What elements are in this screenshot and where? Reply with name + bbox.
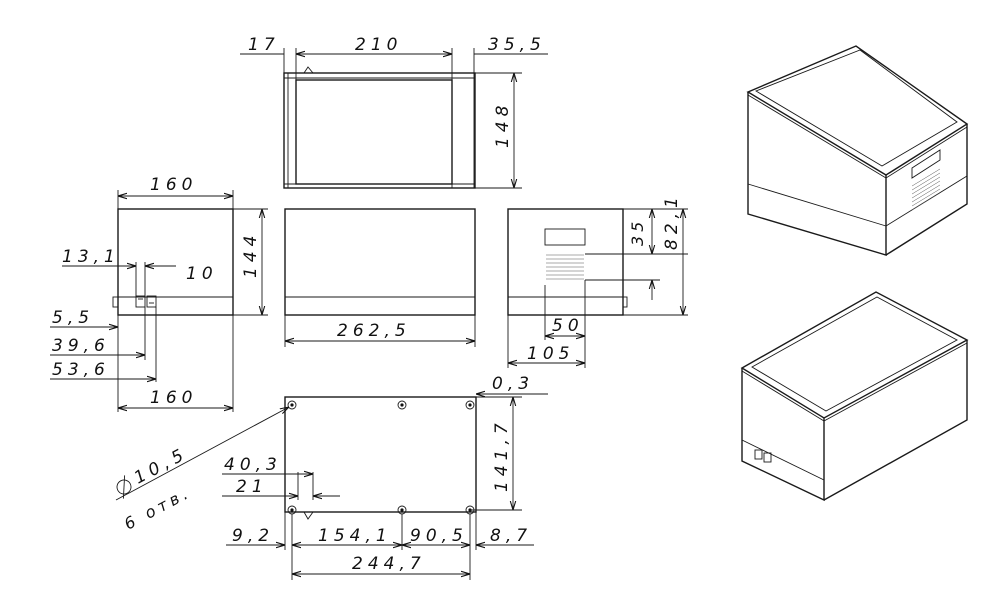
dim-offset: 105 (527, 344, 574, 364)
isometric-view-top (746, 45, 969, 256)
dim-right: 8,7 (490, 526, 532, 546)
dim-top-width: 210 (355, 35, 402, 55)
grille (546, 254, 584, 280)
dim-total: 82,1 (662, 192, 682, 250)
dim-d2: 21 (236, 477, 268, 497)
dim-top-left: 17 (248, 35, 280, 55)
iso-grille (911, 168, 941, 211)
dim-span1: 154,1 (318, 526, 392, 546)
dim-conn-left: 13,1 (62, 247, 120, 267)
dim-d1: 40,3 (224, 455, 282, 475)
dim-front-width: 262,5 (337, 321, 411, 341)
dim-gap: 0,3 (492, 374, 534, 394)
mount-holes (287, 400, 475, 515)
dim-side-bottom: 160 (150, 388, 197, 408)
isometric-view-bottom (740, 291, 969, 502)
dim-b: 39,6 (52, 336, 110, 356)
dim-total-bottom: 244,7 (352, 554, 426, 574)
dim-side-width: 160 (150, 175, 197, 195)
side-view: 160 144 13,1 10 5,5 39,6 53,6 160 (50, 175, 268, 412)
dim-side-height: 144 (241, 231, 261, 278)
dim-span2: 90,5 (410, 526, 468, 546)
dim-window: 35 (628, 218, 647, 246)
dim-bottom-height: 141,7 (492, 418, 512, 492)
right-view: 35 82,1 50 105 (507, 192, 688, 368)
dim-holes-count: 6 отв. (121, 483, 194, 534)
dim-grille: 50 (552, 316, 584, 336)
top-view: 17 210 35,5 148 (240, 35, 548, 189)
dim-left: 9,2 (232, 526, 274, 546)
dim-a: 5,5 (52, 308, 94, 328)
diameter-symbol (116, 475, 132, 499)
dim-c: 53,6 (52, 360, 110, 380)
front-view: 262,5 (284, 208, 476, 347)
dim-hole-dia: 10,5 (131, 444, 191, 489)
dim-top-depth: 148 (493, 101, 513, 148)
dim-conn-width: 10 (186, 264, 218, 284)
dim-top-right: 35,5 (488, 35, 546, 55)
